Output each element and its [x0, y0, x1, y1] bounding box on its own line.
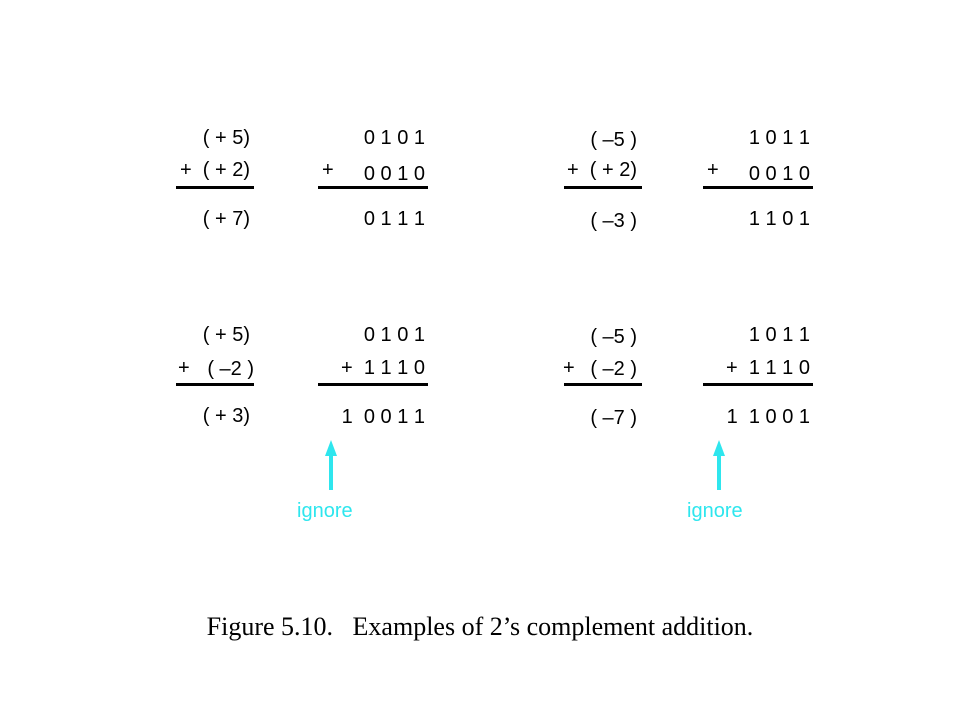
ex2-decimal-sum-line [564, 186, 642, 189]
ex1-decimal-sum-line [176, 186, 254, 189]
ex1-decimal-operand-b: + ( + 2) [179, 159, 250, 181]
ex3-binary-sum-line [318, 383, 428, 386]
ex1-decimal-sum: ( + 7) [202, 208, 250, 230]
ex4-decimal-plus-sign: + [563, 357, 575, 379]
ex4-ignore-label: ignore [687, 500, 743, 522]
ex2-binary-operand-b: 0 0 1 0 [748, 163, 810, 185]
ex2-decimal-sum: ( –3 ) [590, 210, 637, 232]
ex3-decimal-sum: ( + 3) [202, 405, 250, 427]
ex4-decimal-operand-a: ( –5 ) [590, 326, 637, 348]
ex4-binary-operand-a: 1 0 1 1 [748, 324, 810, 346]
ex4-decimal-sum: ( –7 ) [590, 407, 637, 429]
ex4-decimal-operand-b: ( –2 ) [590, 358, 637, 380]
ex2-binary-sum: 1 1 0 1 [748, 208, 810, 230]
ex1-binary-plus-sign: + [322, 159, 334, 181]
ex2-binary-plus-sign: + [707, 159, 719, 181]
ex4-up-arrow-icon [713, 440, 725, 490]
ex1-binary-sum-line [318, 186, 428, 189]
ex3-ignore-label: ignore [297, 500, 353, 522]
ex4-binary-operand-b: + 1 1 1 0 [726, 357, 810, 379]
ex3-binary-operand-a: 0 1 0 1 [363, 324, 425, 346]
ex3-decimal-operand-a: ( + 5) [202, 324, 250, 346]
ex3-decimal-plus-sign: + [178, 357, 190, 379]
ex2-decimal-operand-a: ( –5 ) [590, 129, 637, 151]
ex1-decimal-operand-a: ( + 5) [202, 127, 250, 149]
ex4-binary-sum: 1 1 0 0 1 [726, 406, 810, 428]
ex4-decimal-sum-line [564, 383, 642, 386]
ex3-decimal-sum-line [176, 383, 254, 386]
ex2-binary-operand-a: 1 0 1 1 [748, 127, 810, 149]
ex3-decimal-operand-b: ( –2 ) [207, 358, 254, 380]
ex1-binary-sum: 0 1 1 1 [363, 208, 425, 230]
ex2-binary-sum-line [703, 186, 813, 189]
ex4-binary-sum-line [703, 383, 813, 386]
ex2-decimal-operand-b: + ( + 2) [566, 159, 637, 181]
ex1-binary-operand-b: 0 0 1 0 [363, 163, 425, 185]
ex3-up-arrow-icon [325, 440, 337, 490]
figure-caption: Figure 5.10. Examples of 2’s complement … [206, 612, 754, 641]
ex1-binary-operand-a: 0 1 0 1 [363, 127, 425, 149]
ex3-binary-sum: 1 0 0 1 1 [341, 406, 425, 428]
ex3-binary-operand-b: + 1 1 1 0 [341, 357, 425, 379]
